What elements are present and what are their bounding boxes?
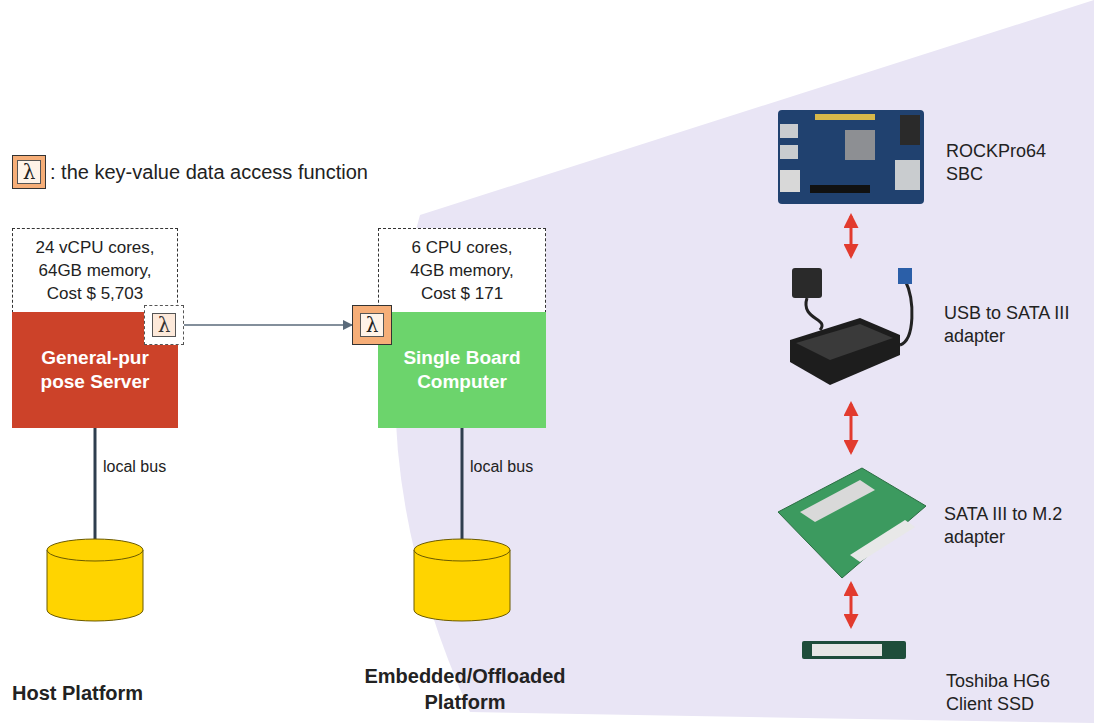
- cable: [900, 280, 912, 345]
- spec-box: 6 CPU cores, 4GB memory, Cost $ 171: [378, 228, 546, 313]
- part-label: Toshiba HG6 Client SSD: [946, 670, 1072, 716]
- m2-slot: [800, 480, 875, 522]
- port: [780, 145, 798, 159]
- header: [900, 115, 920, 145]
- legend-text: : the key-value data access function: [50, 159, 490, 185]
- node-text: General-pur pose Server: [22, 346, 168, 394]
- link-arrow: [850, 404, 853, 452]
- link-arrow: [850, 584, 853, 626]
- node-text: 6 CPU cores, 4GB memory, Cost $ 171: [400, 236, 524, 305]
- platform-title: Embedded/Offloaded Platform: [335, 663, 595, 715]
- node-text: λ: [17, 160, 42, 184]
- link-arrow: [850, 216, 853, 256]
- port: [780, 124, 798, 138]
- node-text: λ: [360, 313, 385, 337]
- ssd-picture: [802, 641, 906, 659]
- cylinder-top: [414, 539, 510, 561]
- sbc-board-picture: [778, 110, 924, 204]
- power-brick: [792, 268, 822, 298]
- board: [778, 110, 924, 204]
- spec-box: 24 vCPU cores, 64GB memory, Cost $ 5,703: [12, 228, 178, 313]
- disk-cylinder: [47, 539, 143, 621]
- adapter-board: [778, 468, 926, 578]
- port: [895, 160, 920, 190]
- bus-line: [94, 428, 97, 542]
- ssd-sticker: [812, 644, 882, 656]
- lambda-icon: λ: [12, 155, 46, 189]
- port: [780, 170, 800, 192]
- part-label: USB to SATA III adapter: [944, 302, 1090, 348]
- lambda-icon: λ: [144, 305, 184, 345]
- bus-label: local bus: [103, 456, 223, 477]
- cylinder-top: [47, 539, 143, 561]
- part-label: SATA III to M.2 adapter: [944, 503, 1090, 549]
- lambda-icon: λ: [352, 305, 392, 345]
- sata-port: [850, 520, 915, 562]
- usb-plug: [898, 268, 912, 284]
- part-label: ROCKPro64 SBC: [946, 140, 1058, 186]
- flow-arrow: [184, 324, 352, 326]
- ssd-board: [802, 641, 906, 659]
- cable: [806, 298, 822, 330]
- disk-cylinder: [414, 539, 510, 621]
- bus-line: [461, 428, 464, 542]
- chip: [845, 130, 875, 160]
- bus-label: local bus: [470, 456, 590, 477]
- usb-adapter-picture: [790, 268, 912, 385]
- node-text: Single Board Computer: [389, 346, 535, 394]
- adapter-body: [790, 318, 900, 385]
- pins: [815, 114, 875, 120]
- node-text: 24 vCPU cores, 64GB memory, Cost $ 5,703: [33, 236, 157, 305]
- platform-title: Host Platform: [12, 680, 272, 706]
- m2-adapter-picture: [778, 468, 926, 578]
- adapter-top: [796, 324, 893, 360]
- sbc-box: Single Board Computer: [378, 312, 546, 428]
- node-text: λ: [152, 313, 177, 337]
- slot: [810, 185, 870, 193]
